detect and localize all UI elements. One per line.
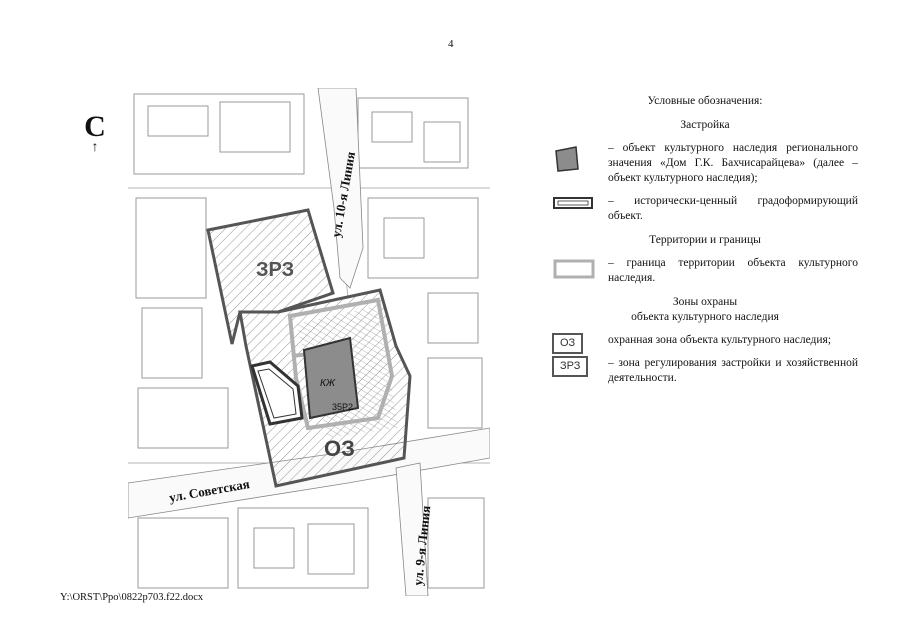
north-letter: С: [84, 110, 106, 143]
page-number: 4: [448, 38, 454, 50]
block: [427, 292, 479, 344]
legend-item-oz: ОЗ охранная зона объекта культурного нас…: [552, 333, 858, 354]
street-10-liniya: [317, 87, 364, 289]
heritage-object: [302, 336, 360, 420]
north-arrow: С ↑: [80, 110, 110, 155]
footer-path: Y:\ORST\Ppo\0822p703.f22.docx: [60, 592, 204, 603]
map[interactable]: КЖ 35Р2 ЗРЗ ОЗ ул. 10-я Линия ул. Советс…: [127, 87, 491, 597]
block: [253, 527, 295, 569]
block: [427, 497, 485, 589]
legend-item-oks: – объект культурного наследия региональн…: [552, 141, 858, 186]
block: [357, 97, 469, 169]
legend-section-zones-2: объекта культурного наследия: [631, 311, 779, 323]
block: [141, 307, 203, 379]
boundary-symbol: [553, 259, 595, 279]
zrz-badge: ЗРЗ: [552, 356, 589, 377]
block: [137, 517, 229, 589]
block: [367, 197, 479, 279]
historic-building-inner: [257, 368, 297, 419]
legend-section-zones-1: Зоны охраны: [672, 296, 738, 308]
legend-item-boundary: – граница территории объекта культурного…: [552, 256, 858, 286]
legend-item-zrz: ЗРЗ – зона регулирования застройки и хоз…: [552, 356, 858, 386]
block: [133, 93, 305, 175]
north-arrow-icon: ↑: [91, 140, 99, 155]
block: [147, 105, 209, 137]
historic-building-symbol: [553, 197, 593, 209]
heritage-object-symbol: [555, 146, 579, 172]
legend-item-historic: – исторически-ценный градоформирующий об…: [552, 194, 858, 224]
block: [135, 197, 207, 299]
historic-building: [250, 360, 304, 426]
legend-section-zastroika: Застройка: [680, 119, 730, 131]
block: [427, 357, 483, 429]
block: [423, 121, 461, 163]
zone-oz-label: ОЗ: [324, 436, 355, 461]
legend-section-territory: Территории и границы: [649, 234, 761, 246]
legend-item-zrz-text: – зона регулирования застройки и хозяйст…: [608, 357, 858, 384]
oz-badge: ОЗ: [552, 333, 584, 354]
legend-item-oks-text: – объект культурного наследия региональн…: [608, 142, 858, 184]
block: [371, 111, 413, 143]
object-number-label: 35Р2: [332, 402, 353, 412]
block: [237, 507, 369, 589]
block: [383, 217, 425, 259]
legend-item-historic-text: – исторически-ценный градоформирующий об…: [608, 195, 858, 222]
territory-boundary: [287, 297, 395, 431]
legend-item-boundary-text: – граница территории объекта культурного…: [608, 257, 858, 284]
block: [219, 101, 291, 153]
object-material-label: КЖ: [320, 378, 336, 389]
zone-zrz-label: ЗРЗ: [256, 259, 294, 281]
block: [307, 523, 355, 575]
block: [137, 387, 229, 449]
legend-item-oz-text: охранная зона объекта культурного наслед…: [608, 334, 832, 346]
map-svg: КЖ 35Р2 ЗРЗ ОЗ ул. 10-я Линия ул. Советс…: [127, 87, 491, 597]
legend-title: Условные обозначения:: [647, 95, 763, 107]
legend: Условные обозначения: Застройка – объект…: [552, 94, 858, 386]
